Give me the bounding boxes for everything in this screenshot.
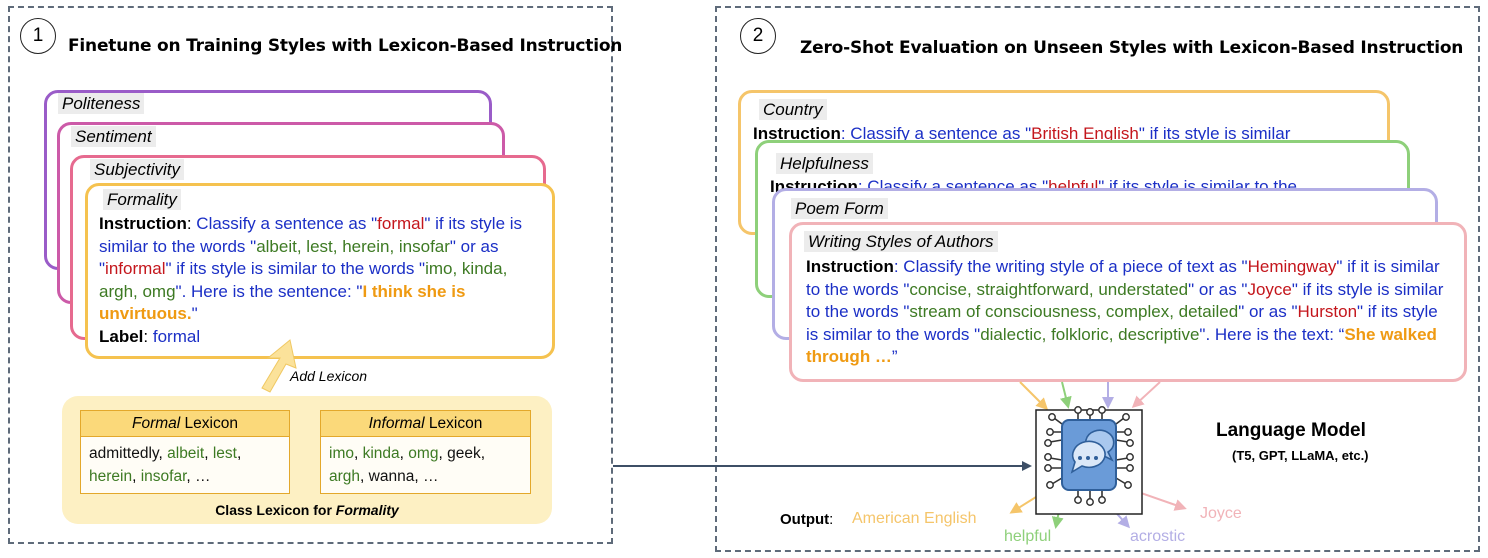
formal-lexicon-words-list: admittedly, albeit, lest, herein, insofa… bbox=[89, 445, 242, 485]
formal-lexicon-word: … bbox=[195, 468, 211, 485]
right-panel bbox=[715, 6, 1480, 552]
country-instruction: Instruction: Classify a sentence as "Bri… bbox=[753, 124, 1291, 143]
step-number-1: 1 bbox=[20, 18, 56, 54]
politeness-tag: Politeness bbox=[58, 93, 145, 114]
formal-lexicon-word: admittedly bbox=[89, 445, 159, 462]
language-model-icon bbox=[1035, 406, 1143, 515]
add-lexicon-arrow bbox=[261, 339, 297, 393]
informal-lexicon-word: kinda bbox=[362, 445, 400, 462]
class-hurston: Hurston bbox=[1297, 302, 1358, 321]
informal-lexicon-words: imo, kinda, argh, omg bbox=[99, 259, 508, 301]
label-value: formal bbox=[152, 326, 201, 346]
informal-lexicon-word: omg bbox=[408, 445, 439, 462]
output-label: Output: bbox=[780, 511, 834, 528]
informal-lexicon-word: imo bbox=[329, 445, 354, 462]
output-helpful: helpful bbox=[1004, 528, 1052, 545]
class-joyce: Joyce bbox=[1247, 279, 1292, 299]
authors-tag: Writing Styles of Authors bbox=[804, 231, 998, 252]
country-tag: Country bbox=[759, 99, 827, 120]
informal-lexicon-word: geek bbox=[447, 445, 481, 462]
formal-lexicon-word: albeit bbox=[167, 445, 205, 462]
formal-lexicon-words: albeit, lest, herein, insofar bbox=[256, 236, 450, 256]
sentiment-tag: Sentiment bbox=[71, 126, 156, 147]
output-joyce: Joyce bbox=[1200, 505, 1242, 522]
step-number-2: 2 bbox=[740, 18, 776, 54]
formal-lexicon-word: herein bbox=[89, 468, 133, 485]
poem-form-tag: Poem Form bbox=[791, 198, 888, 219]
class-informal: informal bbox=[105, 259, 166, 278]
informal-lexicon-words-list: imo, kinda, omg, geek, argh, wanna, … bbox=[329, 445, 486, 485]
output-arrow-joyce bbox=[1137, 491, 1187, 511]
formal-lexicon-header: Formal Lexicon bbox=[81, 411, 289, 437]
input-arrow-authors bbox=[1131, 381, 1161, 409]
output-acrostic: acrostic bbox=[1130, 528, 1186, 545]
input-arrow-help bbox=[1059, 381, 1072, 409]
left-panel bbox=[8, 6, 613, 544]
input-sentence: I think she is unvirtuous. bbox=[99, 281, 466, 324]
output-american-english: American English bbox=[852, 510, 977, 527]
informal-lexicon-box: Informal Lexicon imo, kinda, omg, geek, … bbox=[320, 410, 531, 494]
instr-text-6: " bbox=[191, 304, 198, 323]
right-panel-title: Zero-Shot Evaluation on Unseen Styles wi… bbox=[800, 38, 1464, 58]
class-hemingway: Hemingway bbox=[1247, 257, 1337, 276]
instr-text-4: " if its style is similar to the words " bbox=[165, 259, 426, 278]
instr-text-5: ". Here is the sentence: " bbox=[175, 281, 363, 301]
add-lexicon-label: Add Lexicon bbox=[290, 368, 368, 384]
authors-input-sentence: She walked through … bbox=[806, 324, 1437, 367]
informal-lexicon-header: Informal Lexicon bbox=[321, 411, 530, 437]
left-panel-title: Finetune on Training Styles with Lexicon… bbox=[68, 36, 623, 56]
instr-text-2: " if its style is similar to the words " bbox=[99, 214, 523, 256]
language-model-subtitle: (T5, GPT, LLaMA, etc.) bbox=[1232, 448, 1369, 463]
helpfulness-tag: Helpfulness bbox=[776, 153, 873, 174]
class-formal: formal bbox=[377, 214, 425, 233]
authors-instruction-text: Instruction: Classify the writing style … bbox=[806, 257, 1444, 367]
formality-tag: Formality bbox=[103, 189, 181, 210]
instr-text-3: " or as " bbox=[99, 236, 499, 279]
class-lexicon-caption: Class Lexicon for Formality bbox=[215, 502, 399, 518]
formal-lexicon-word: lest bbox=[212, 445, 237, 462]
formality-instruction-text: Instruction: Classify a sentence as "for… bbox=[99, 214, 523, 346]
formal-lexicon-word: insofar bbox=[140, 468, 187, 485]
colon: : bbox=[186, 214, 197, 233]
label-label: Label bbox=[99, 326, 144, 346]
informal-lexicon-word: argh bbox=[329, 468, 361, 485]
informal-lexicon-word: wanna bbox=[368, 468, 415, 485]
informal-lexicon-word: … bbox=[422, 468, 439, 485]
instruction-label: Instruction bbox=[99, 214, 187, 233]
formality-card bbox=[85, 183, 555, 359]
subjectivity-tag: Subjectivity bbox=[90, 159, 184, 180]
language-model-title: Language Model bbox=[1216, 420, 1366, 441]
input-arrow-country bbox=[1019, 381, 1049, 411]
formal-lexicon-box: Formal Lexicon admittedly, albeit, lest,… bbox=[80, 410, 290, 494]
instr-text-1: Classify a sentence as " bbox=[196, 214, 378, 233]
